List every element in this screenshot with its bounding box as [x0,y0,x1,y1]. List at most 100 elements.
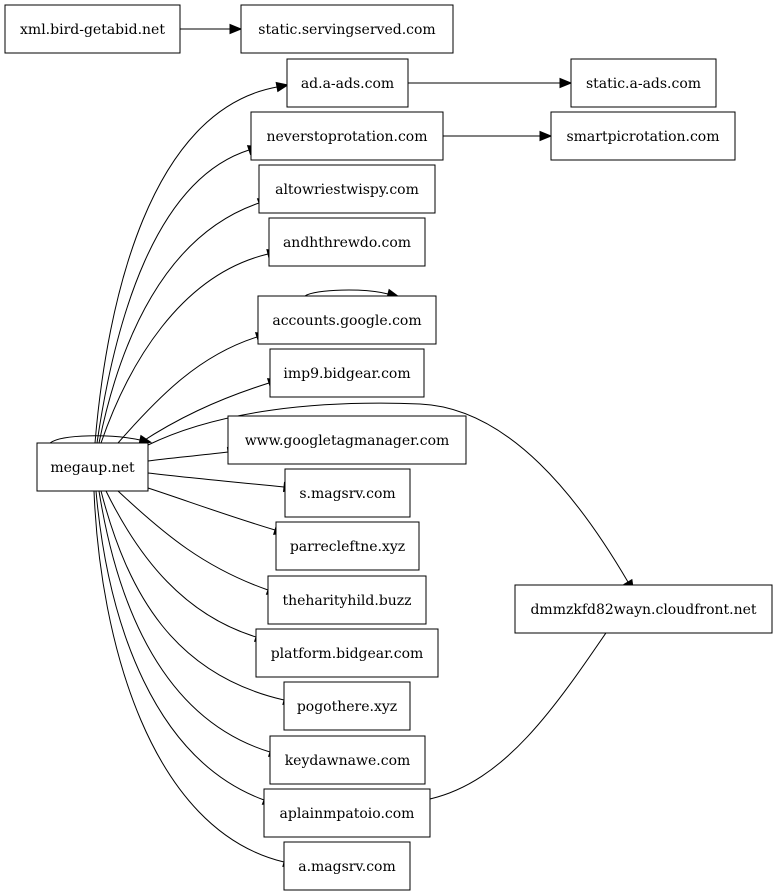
node-box [227,415,467,465]
node-static_aads[interactable]: static.a-ads.com [570,58,717,108]
node-box [269,348,425,398]
node-label: accounts.google.com [272,313,421,329]
node-label: keydawnawe.com [285,753,411,769]
node-label: platform.bidgear.com [271,646,424,662]
node-neverstop[interactable]: neverstoprotation.com [250,111,444,161]
edge-line [100,253,269,444]
edge-line [95,490,265,801]
edge-line [147,487,276,531]
node-label: pogothere.xyz [297,699,397,715]
node-box [570,58,717,108]
node-amag[interactable]: a.magsrv.com [283,841,411,891]
node-label: megaup.net [50,460,135,476]
node-gtm[interactable]: www.googletagmanager.com [227,415,467,465]
edge-line [98,490,271,753]
edge-line [117,336,258,444]
edge-xml-to-static_ss [180,23,243,35]
node-label: dmmzkfd82wayn.cloudfront.net [530,602,756,618]
edge-megaup-to-parre [147,487,287,535]
node-box [286,58,409,108]
node-box [255,628,439,678]
arrowhead-icon [539,130,553,142]
node-label: www.googletagmanager.com [245,433,450,449]
node-label: static.a-ads.com [586,76,701,92]
edge-megaup-to-neverstop [96,145,261,444]
node-label: altowriestwispy.com [275,182,419,198]
node-pogo[interactable]: pogothere.xyz [283,681,411,731]
node-accounts[interactable]: accounts.google.com [257,295,437,345]
edge-megaup-to-altow [98,198,271,444]
node-altow[interactable]: altowriestwispy.com [258,164,436,214]
node-box [4,4,181,54]
edge-megaup-to-theh [117,490,280,595]
edge-megaup-to-keyd [98,490,282,757]
node-label: neverstoprotation.com [266,129,427,145]
node-box [514,584,773,634]
node-label: parrecleftne.xyz [290,539,405,555]
node-label: xml.bird-getabid.net [20,22,165,38]
nodes-layer: xml.bird-getabid.net static.servingserved… [4,4,773,891]
node-aplain[interactable]: aplainmpatoio.com [263,788,431,838]
node-box [550,111,736,161]
node-label: aplainmpatoio.com [280,806,415,822]
node-ad_aads[interactable]: ad.a-ads.com [286,58,409,108]
node-static_ss[interactable]: static.servingserved.com [240,4,454,54]
edge-line [139,382,270,444]
edge-line [98,202,260,444]
edge-line [94,86,278,444]
node-theh[interactable]: theharityhild.buzz [267,575,427,625]
edge-megaup-to-ad_aads [94,81,290,444]
node-label: ad.a-ads.com [301,76,394,92]
edge-line [117,490,269,591]
node-box [275,521,420,571]
node-label: andhthrewdo.com [283,235,411,251]
edge-line [96,149,250,444]
node-box [250,111,444,161]
edge-line [147,402,629,583]
node-megaup[interactable]: megaup.net [36,442,149,492]
node-box [284,468,411,518]
edge-megaup-to-smag [147,472,297,493]
node-box [263,788,431,838]
node-smag[interactable]: s.magsrv.com [284,468,411,518]
edge-line [100,490,285,701]
edge-line [147,451,229,462]
node-box [268,217,426,267]
edge-megaup-to-platform [105,490,268,642]
node-box [269,735,426,785]
node-box [267,575,427,625]
edge-megaup-to-gtm [147,446,241,462]
edge-line [304,289,389,297]
node-keyd[interactable]: keydawnawe.com [269,735,426,785]
node-box [258,164,436,214]
arrowhead-icon [229,23,243,35]
edge-ad_aads-to-static_aads [408,77,573,89]
node-parre[interactable]: parrecleftne.xyz [275,521,420,571]
node-box [283,841,411,891]
node-box [283,681,411,731]
node-andh[interactable]: andhthrewdo.com [268,217,426,267]
edge-line [429,604,626,800]
node-label: theharityhild.buzz [282,593,411,609]
edge-megaup-to-aplain [95,490,276,805]
node-xml[interactable]: xml.bird-getabid.net [4,4,181,54]
arrowhead-icon [559,77,573,89]
node-label: imp9.bidgear.com [283,366,410,382]
edge-line [147,472,285,488]
node-label: static.servingserved.com [258,22,435,38]
edge-line [49,435,141,444]
node-box [257,295,437,345]
node-label: s.magsrv.com [299,486,395,502]
edge-line [105,490,257,638]
node-platform[interactable]: platform.bidgear.com [255,628,439,678]
node-box [36,442,149,492]
node-label: smartpicrotation.com [566,129,719,145]
node-smartpic[interactable]: smartpicrotation.com [550,111,736,161]
node-dmmz[interactable]: dmmzkfd82wayn.cloudfront.net [514,584,773,634]
node-label: a.magsrv.com [298,859,396,875]
edge-line [93,490,285,863]
node-box [240,4,454,54]
node-imp9[interactable]: imp9.bidgear.com [269,348,425,398]
edge-neverstop-to-smartpic [443,130,553,142]
